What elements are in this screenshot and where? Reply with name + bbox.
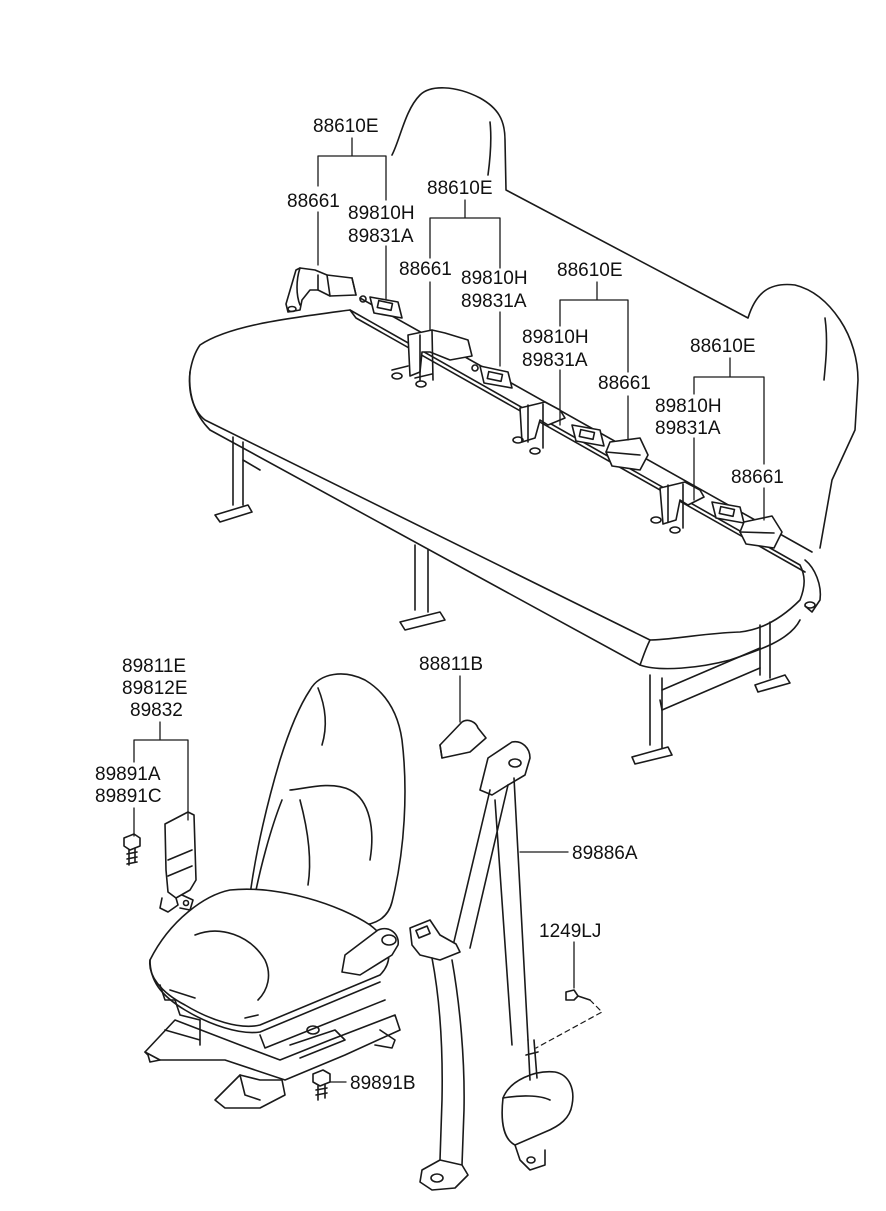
part-label: 89812E [122,678,188,699]
part-labels: 88610E 88661 89810H 89831A 88610E 88661 … [95,116,784,1094]
part-label: 88610E [427,178,493,199]
lower-leader-lines [133,675,575,1083]
bolt-icon-lower [312,1069,331,1101]
part-label: 89891C [95,786,162,807]
part-label: 88661 [287,191,340,212]
part-label: 89811E [122,656,186,677]
front-seat [144,673,406,1109]
part-label: 89810H [348,203,415,224]
retractor-seat-belt [409,719,603,1191]
part-label: 88661 [598,373,651,394]
bench-legs [214,436,791,765]
bench-seat [188,87,859,765]
part-label: 89831A [655,418,721,439]
bench-belt-hardware [285,267,783,549]
part-label: 1249LJ [539,921,601,942]
part-label: 89810H [522,327,589,348]
part-label: 89832 [130,700,183,721]
part-label: 89831A [348,226,414,247]
part-label: 89831A [461,291,527,312]
part-label: 88661 [731,467,784,488]
bench-leader-lines [317,137,765,521]
part-label: 88811B [419,654,483,675]
part-label: 89891B [350,1073,416,1094]
part-label: 89810H [461,268,528,289]
part-label: 88610E [557,260,623,281]
part-label: 88661 [399,259,452,280]
part-label: 89891A [95,764,161,785]
seat-buckle [159,811,197,913]
part-label: 89810H [655,396,722,417]
part-label: 89886A [572,843,638,864]
part-label: 88610E [313,116,379,137]
part-label: 89831A [522,350,588,371]
bolt-icon-upper [123,833,141,866]
part-label: 88610E [690,336,756,357]
